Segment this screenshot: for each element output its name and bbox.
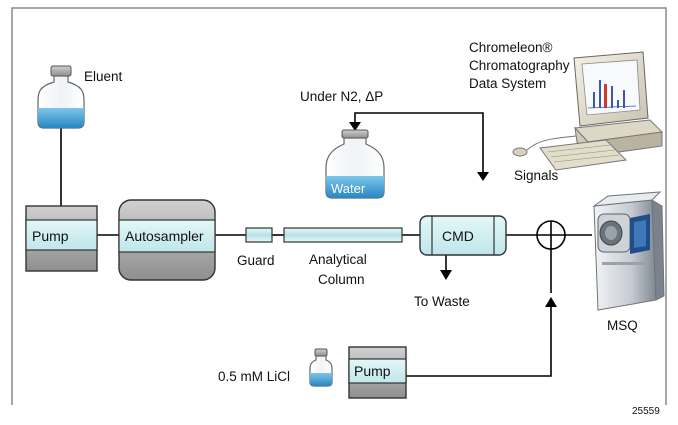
msq-label: MSQ <box>607 318 638 333</box>
cmd-inlet-arrow-icon <box>477 172 489 181</box>
signals-label: Signals <box>514 168 559 183</box>
licl-flow-arrow-icon <box>545 297 557 307</box>
guard-column <box>245 227 273 243</box>
licl-label: 0.5 mM LiCl <box>218 369 290 384</box>
chromeleon-label-line3: Data System <box>469 76 546 91</box>
pump-top <box>25 205 98 272</box>
eluent-bottle-icon <box>37 65 85 129</box>
water-bottle-icon <box>325 129 385 199</box>
analytical-column <box>283 227 403 243</box>
to-waste-label: To Waste <box>414 294 470 309</box>
cmd-module <box>419 215 507 256</box>
analytical-column-label-line2: Column <box>318 272 365 287</box>
figure-number: 25559 <box>632 406 660 417</box>
chromeleon-label-line2: Chromatography <box>469 58 570 73</box>
frame-border <box>11 7 667 405</box>
water-label: Water <box>331 181 366 196</box>
cmd-label: CMD <box>442 228 474 244</box>
autosampler-label: Autosampler <box>125 228 204 244</box>
chromeleon-label-line1: Chromeleon® <box>469 40 553 55</box>
eluent-label: Eluent <box>84 69 123 84</box>
n2-arrow-icon <box>349 122 361 131</box>
flow-lines <box>60 112 592 377</box>
pump-top-label: Pump <box>32 228 69 244</box>
pump-bottom-label: Pump <box>354 363 391 379</box>
computer-workstation-icon <box>512 51 664 171</box>
guard-label: Guard <box>237 253 275 268</box>
under-n2-label: Under N2, ΔP <box>300 89 383 104</box>
pump-bottom <box>348 346 407 399</box>
autosampler <box>118 199 216 281</box>
licl-bottle-icon <box>309 348 333 387</box>
msq-instrument-icon <box>592 191 665 311</box>
waste-arrow-icon <box>440 270 452 280</box>
analytical-column-label-line1: Analytical <box>309 252 367 267</box>
